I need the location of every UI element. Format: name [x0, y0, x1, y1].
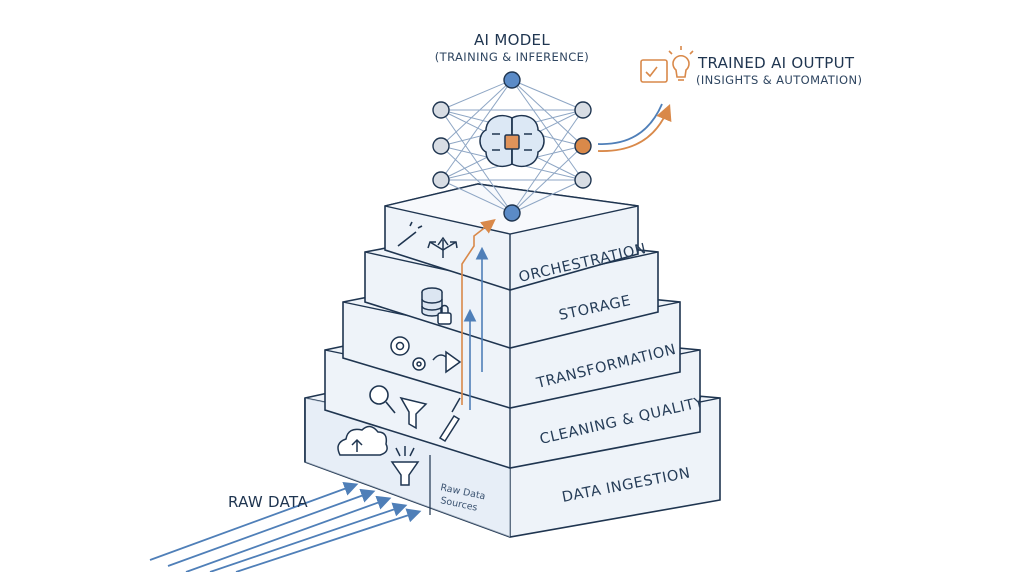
- lock-icon: [437, 304, 452, 325]
- database-icon: [421, 287, 443, 317]
- brain-icon: [479, 114, 545, 168]
- raw-data-input-lines: [149, 481, 422, 572]
- output-subtitle: (INSIGHTS & AUTOMATION): [696, 73, 862, 87]
- node-output-1: [574, 101, 592, 119]
- output-title: TRAINED AI OUTPUT: [697, 54, 855, 72]
- node-input-2: [432, 137, 450, 155]
- node-input-3: [432, 171, 450, 189]
- gears-icon: [390, 336, 426, 371]
- network-nodes: [432, 71, 592, 222]
- lightbulb-icon: [668, 46, 694, 81]
- node-output-2: [574, 137, 592, 155]
- wand-icon: [397, 221, 423, 247]
- node-output-3: [574, 171, 592, 189]
- node-top: [503, 71, 521, 89]
- branching-arrows-icon: [427, 236, 458, 258]
- checklist-icon: [640, 59, 668, 83]
- raw-data-label: RAW DATA: [228, 493, 308, 511]
- filter-icon: [399, 396, 428, 430]
- brush-icon: [438, 397, 461, 443]
- output-arrow: [597, 103, 672, 152]
- model-subtitle: (TRAINING & INFERENCE): [435, 50, 589, 64]
- neural-network: [432, 71, 592, 222]
- model-title: AI MODEL: [474, 31, 550, 49]
- magnifier-icon: [369, 385, 396, 414]
- funnel-icon: [390, 446, 420, 486]
- flow-arrow-icon: [432, 350, 462, 374]
- node-input-1: [432, 101, 450, 119]
- node-bottom: [503, 204, 521, 222]
- layer-flow-arrows: [461, 219, 496, 410]
- cloud-upload-icon: [337, 425, 388, 456]
